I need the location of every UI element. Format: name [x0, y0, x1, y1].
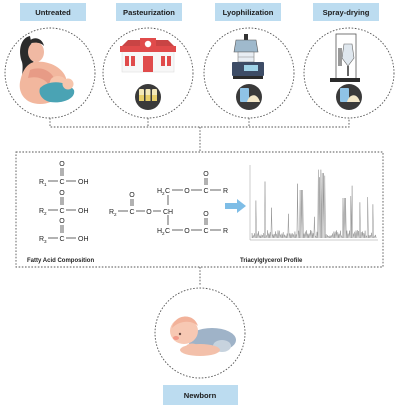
label-lyophilization: Lyophilization	[223, 8, 274, 17]
triacylglycerol-structure: H 2 C O C R O R 2 C O CH O H 2 C O C	[109, 171, 228, 236]
svg-text:CH: CH	[163, 209, 173, 216]
svg-text:C: C	[203, 228, 208, 235]
label-untreated: Untreated	[35, 8, 71, 17]
svg-text:O: O	[129, 192, 135, 199]
svg-text:C: C	[59, 236, 64, 243]
svg-text:O: O	[59, 161, 65, 168]
svg-text:O: O	[203, 211, 209, 218]
chromatogram-plot	[249, 165, 378, 241]
svg-text:2: 2	[162, 191, 165, 196]
svg-text:2: 2	[162, 231, 165, 236]
svg-text:O: O	[146, 209, 152, 216]
top-connectors	[49, 118, 350, 152]
svg-text:R: R	[39, 236, 44, 243]
building-icon	[120, 38, 176, 73]
label-box-untreated: Untreated	[20, 3, 86, 21]
freeze-dryer-icon	[232, 34, 264, 79]
svg-text:2: 2	[44, 211, 47, 216]
label-box-newborn: Newborn	[163, 385, 238, 405]
svg-text:OH: OH	[78, 179, 89, 186]
svg-text:H: H	[157, 188, 162, 195]
svg-text:C: C	[165, 228, 170, 235]
arrow-right-icon	[225, 199, 246, 213]
fatty-acid-row-2: R 2 C OH O	[39, 190, 89, 216]
svg-text:O: O	[59, 218, 65, 225]
powder-jar-icon-lyophilization	[236, 84, 262, 110]
svg-text:O: O	[59, 190, 65, 197]
caption-fatty-acid: Fatty Acid Composition	[27, 258, 94, 264]
label-spray-drying: Spray-drying	[323, 8, 370, 17]
svg-text:3: 3	[44, 239, 47, 244]
mother-breastfeeding-icon	[19, 36, 75, 104]
svg-text:1: 1	[44, 182, 47, 187]
powder-jar-icon-spray	[336, 84, 362, 110]
fatty-acid-row-1: R 1 C OH O	[39, 161, 89, 187]
label-box-spray-drying: Spray-drying	[313, 3, 379, 21]
svg-text:R: R	[109, 209, 114, 216]
svg-text:C: C	[165, 188, 170, 195]
svg-text:R: R	[223, 188, 228, 195]
caption-triacylglycerol: Triacylglycerol Profile	[240, 258, 303, 264]
spray-dryer-icon	[330, 33, 360, 82]
label-newborn: Newborn	[184, 391, 217, 400]
svg-text:C: C	[59, 208, 64, 215]
svg-text:H: H	[157, 228, 162, 235]
milk-bottles-icon	[135, 84, 161, 110]
svg-text:O: O	[203, 171, 209, 178]
svg-text:O: O	[184, 188, 190, 195]
circle-newborn	[154, 287, 246, 379]
label-box-pasteurization: Pasteurization	[116, 3, 182, 21]
svg-text:R: R	[223, 228, 228, 235]
label-pasteurization: Pasteurization	[123, 8, 175, 17]
svg-text:C: C	[129, 209, 134, 216]
fatty-acid-row-3: R 3 C OH O	[39, 218, 89, 244]
svg-text:OH: OH	[78, 208, 89, 215]
svg-text:R: R	[39, 208, 44, 215]
svg-text:O: O	[184, 228, 190, 235]
svg-text:C: C	[203, 188, 208, 195]
fatty-acid-structures: R 1 C OH O R 2 C OH O R 3 C OH	[39, 161, 89, 244]
svg-text:2: 2	[114, 212, 117, 217]
svg-text:R: R	[39, 179, 44, 186]
svg-text:OH: OH	[78, 236, 89, 243]
analysis-panel	[15, 151, 384, 268]
label-box-lyophilization: Lyophilization	[215, 3, 281, 21]
svg-text:C: C	[59, 179, 64, 186]
sleeping-baby-icon	[170, 316, 236, 356]
